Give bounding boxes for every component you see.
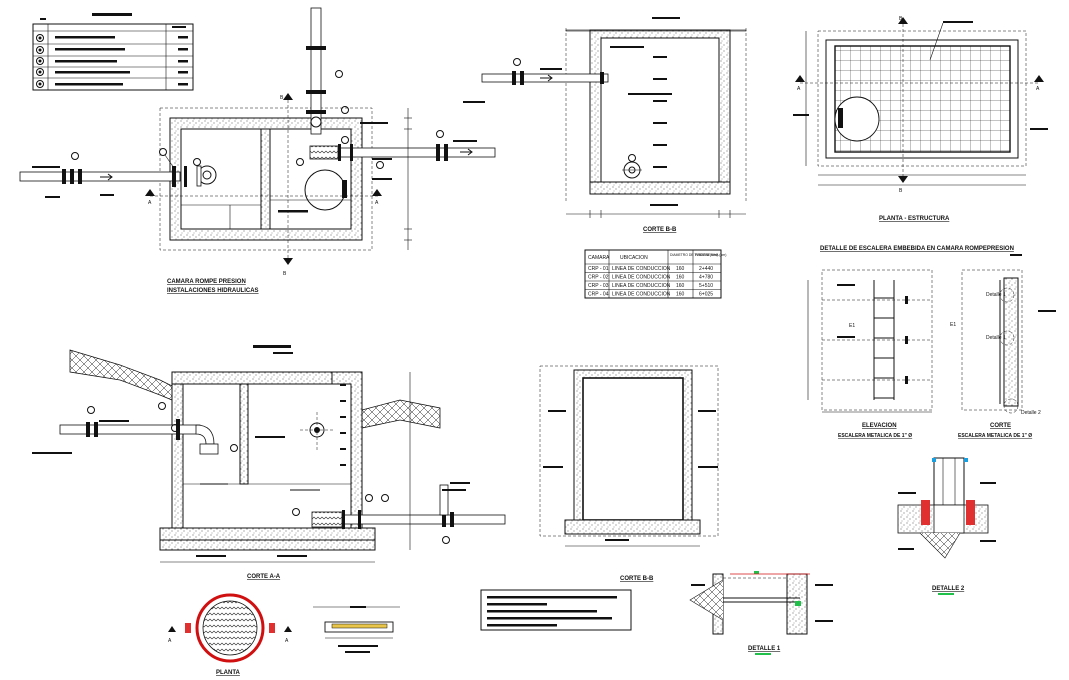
- marker-b-bottom: B: [283, 271, 287, 277]
- table-header-camara: CAMARA: [588, 255, 610, 261]
- progresiva-table: CAMARA UBICACION DIAMETRO DE TUBERIA (mm…: [584, 249, 726, 299]
- elevacion-subtitle: ESCALERA METALICA DE 1" Ø: [838, 433, 912, 439]
- table-row: 4+780: [699, 275, 713, 281]
- corte-b-b-top-title: CORTE B-B: [643, 227, 677, 233]
- table-row: 2+440: [699, 266, 713, 272]
- table-header-diametro: DIAMETRO DE TUBERIA (mm): [670, 253, 718, 257]
- detalle-1-marker: Detalle 1: [986, 335, 1006, 341]
- marker-e1-right: E1: [950, 322, 956, 328]
- table-row: LINEA DE CONDUCCION: [612, 275, 671, 281]
- planta-tapa: A A PLANTA: [168, 593, 400, 676]
- detalle-1-marker-upper: Detalle 1: [986, 292, 1006, 298]
- detalle-1-title: DETALLE 1: [748, 646, 781, 652]
- corte-b-b-top: CORTE B-B: [463, 17, 747, 233]
- table-row: 160: [676, 266, 685, 272]
- corte-b-b-bottom: CORTE B-B: [539, 365, 719, 582]
- table-row: 6+025: [699, 292, 713, 298]
- detalle-2: DETALLE 2: [897, 457, 996, 595]
- planta-estructura-title: PLANTA - ESTRUCTURA: [879, 216, 950, 222]
- camara-title: CAMARA ROMPE PRESION: [167, 279, 246, 285]
- camara-subtitle: INSTALACIONES HIDRAULICAS: [167, 288, 259, 294]
- table-row: LINEA DE CONDUCCION: [612, 292, 671, 298]
- detalle-escalera: DETALLE DE ESCALERA EMBEBIDA EN CAMARA R…: [807, 246, 1056, 439]
- marker-a-tapa-right: A: [285, 638, 289, 644]
- table-row: CRP - 02: [588, 275, 609, 281]
- marker-a-tapa-left: A: [168, 638, 172, 644]
- detalle-1: DETALLE 1: [689, 571, 833, 655]
- marker-b-top: B: [280, 95, 284, 101]
- legend-box: [32, 13, 194, 91]
- table-row: CRP - 03: [588, 283, 609, 289]
- table-row: 5+510: [699, 283, 713, 289]
- table-row: LINEA DE CONDUCCION: [612, 283, 671, 289]
- notes-box: [480, 589, 632, 631]
- camara-plan: A A B B CAMARA ROMPE PRESION I: [19, 7, 496, 294]
- planta-tapa-title: PLANTA: [216, 670, 241, 676]
- marker-a-right: A: [375, 200, 379, 206]
- planta-estructura: A A B B PLANTA - ESTRUCTURA: [793, 16, 1048, 222]
- table-row: 160: [676, 275, 685, 281]
- elevacion-title: ELEVACION: [862, 423, 897, 429]
- marker-b-plan-bottom: B: [899, 188, 903, 194]
- marker-a-plan-left: A: [797, 86, 801, 92]
- corte-a-a-title: CORTE A-A: [247, 574, 281, 580]
- marker-e1-left: E1: [849, 323, 855, 329]
- detalle-2-marker: Detalle 2: [1021, 410, 1041, 416]
- table-header-progresiva: PROGRESIVA (km): [695, 253, 726, 257]
- marker-b-plan-top: B: [899, 16, 903, 22]
- corte-a-a: CORTE A-A: [32, 345, 506, 580]
- table-row: 160: [676, 292, 685, 298]
- perfil-title: CORTE: [990, 423, 1011, 429]
- corte-b-b-bottom-title: CORTE B-B: [620, 576, 654, 582]
- detalle-escalera-title: DETALLE DE ESCALERA EMBEBIDA EN CAMARA R…: [820, 246, 1014, 252]
- table-row: LINEA DE CONDUCCION: [612, 266, 671, 272]
- table-row: 160: [676, 283, 685, 289]
- marker-a-plan-right: A: [1036, 86, 1040, 92]
- table-row: CRP - 01: [588, 266, 609, 272]
- perfil-subtitle: ESCALERA METALICA DE 1" Ø: [958, 433, 1032, 439]
- marker-a-left: A: [148, 200, 152, 206]
- table-row: CRP - 04: [588, 292, 609, 298]
- table-header-ubicacion: UBICACION: [620, 255, 648, 261]
- detalle-2-title: DETALLE 2: [932, 586, 965, 592]
